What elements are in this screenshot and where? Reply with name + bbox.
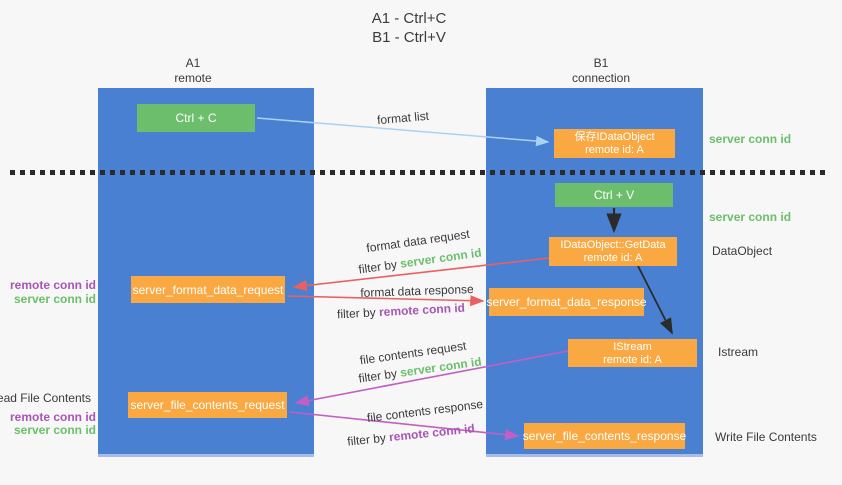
- side-label-server-conn-id-right-1: server conn id: [709, 132, 792, 146]
- node-idataobject-getdata: IDataObject::GetData remote id: A: [549, 237, 677, 266]
- node-istream-line1: IStream: [613, 341, 652, 353]
- node-server-file-contents-response: server_file_contents_response: [523, 423, 686, 449]
- node-getdata-line1: IDataObject::GetData: [560, 239, 666, 251]
- side-label-remote-conn-id-left-1: remote conn id: [9, 278, 96, 292]
- filter-by-text: filter by: [346, 430, 390, 449]
- node-server-format-data-request: server_format_data_request: [131, 276, 285, 303]
- server-conn-id-text: server conn id: [399, 245, 483, 271]
- lane-b1-subtitle: connection: [571, 71, 631, 85]
- filter-by-text: filter by: [357, 365, 402, 386]
- node-istream-line2: remote id: A: [603, 354, 662, 366]
- side-label-istream: Istream: [718, 345, 759, 359]
- lane-b1-name: B1: [593, 56, 609, 70]
- lane-a1-name: A1: [185, 56, 201, 70]
- filter-by-text: filter by: [336, 305, 380, 322]
- side-label-server-conn-id-left-1: server conn id: [13, 292, 96, 306]
- node-save-idataobject-line1: 保存IDataObject: [574, 131, 655, 143]
- title-line-2: B1 - Ctrl+V: [372, 29, 446, 46]
- flow-label-file-response-filter: filter by remote conn id: [347, 421, 476, 448]
- node-ctrl-c: Ctrl + C: [137, 104, 255, 132]
- flow-label-format-data-response: format data response: [360, 282, 474, 300]
- node-getdata-line2: remote id: A: [583, 252, 643, 264]
- title-line-1: A1 - Ctrl+C: [371, 10, 447, 27]
- lane-a1-header: A1 remote: [98, 56, 288, 86]
- flow-label-file-contents-response: file contents response: [366, 396, 484, 426]
- flow-label-format-list: format list: [376, 108, 430, 128]
- lane-a1-subtitle: remote: [174, 71, 212, 85]
- flow-label-format-response-filter: filter by remote conn id: [337, 301, 466, 322]
- side-label-remote-conn-id-left-2: remote conn id: [9, 410, 96, 424]
- node-save-idataobject-line2: remote id: A: [585, 144, 644, 156]
- filter-by-text: filter by: [357, 256, 402, 277]
- remote-conn-id-text: remote conn id: [388, 421, 476, 445]
- remote-conn-id-text: remote conn id: [378, 300, 466, 320]
- node-server-file-contents-request: server_file_contents_request: [128, 392, 287, 418]
- node-ctrl-v: Ctrl + V: [555, 183, 673, 207]
- side-label-dataobject: DataObject: [712, 244, 773, 258]
- side-label-write-file-contents: Write File Contents: [715, 430, 817, 444]
- side-label-server-conn-id-right-2: server conn id: [709, 210, 792, 224]
- lane-b1-header: B1 connection: [486, 56, 716, 86]
- node-server-format-data-response: server_format_data_response: [486, 288, 647, 316]
- node-save-idataobject: 保存IDataObject remote id: A: [554, 129, 675, 158]
- side-label-server-conn-id-left-2: server conn id: [13, 423, 96, 437]
- node-istream: IStream remote id: A: [568, 339, 697, 367]
- side-label-read-file-contents: Read File Contents: [0, 391, 91, 405]
- page-title: A1 - Ctrl+C B1 - Ctrl+V: [0, 9, 818, 47]
- section-divider-dotted: [10, 170, 828, 175]
